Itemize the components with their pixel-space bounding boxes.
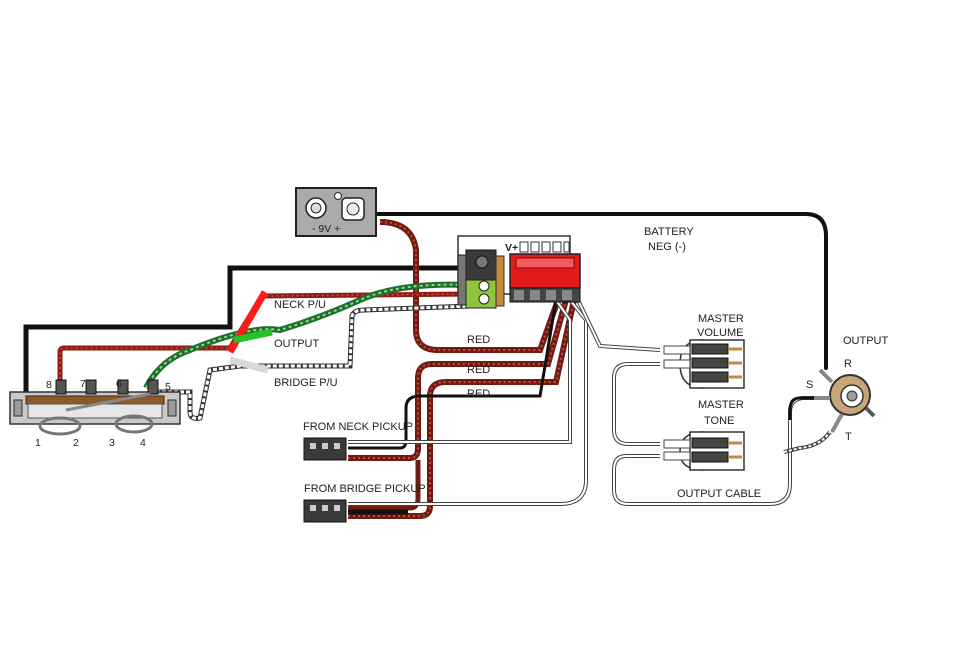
master-volume-label-line2: VOLUME	[697, 327, 743, 339]
bridge-pu-white-marker	[229, 356, 269, 374]
jack-t-label: T	[845, 431, 852, 443]
battery-holder: - 9V +	[295, 187, 377, 237]
red-wire-label-2: RED	[467, 364, 490, 376]
switch-terminal-8: 8	[46, 379, 52, 391]
switch-terminal-2: 2	[73, 437, 79, 449]
battery-negative-wire	[376, 212, 828, 370]
output-label: OUTPUT	[274, 338, 320, 350]
battery-positive-wire	[379, 219, 561, 353]
output-cable-label: OUTPUT CABLE	[677, 488, 761, 500]
jack-black-wire	[788, 396, 814, 420]
jack-s-label: S	[806, 379, 813, 391]
pickup-switch	[9, 379, 181, 436]
red-wire-label-1: RED	[467, 334, 490, 346]
master-volume-pot	[663, 339, 745, 389]
board-v-label: V+	[505, 242, 518, 254]
master-tone-label-line2: TONE	[704, 415, 734, 427]
neck-pu-red-wire	[57, 291, 471, 394]
switch-terminal-1: 1	[35, 437, 41, 449]
output-jack	[814, 368, 876, 433]
switch-terminal-7: 7	[80, 378, 86, 390]
battery-neg-label-line2: NEG (-)	[648, 241, 686, 253]
master-volume-label-line1: MASTER	[698, 313, 744, 325]
switch-terminal-6: 6	[116, 378, 122, 390]
bridge-pickup-label: FROM BRIDGE PICKUP	[304, 483, 426, 495]
black-wire-board-to-switch	[23, 265, 470, 392]
red-wire-label-3: RED	[467, 388, 490, 400]
master-tone-label-line1: MASTER	[698, 399, 744, 411]
switch-terminal-labels: 8 7 6 5 1 2 3 4	[35, 378, 171, 449]
bridge-pu-label: BRIDGE P/U	[274, 377, 338, 389]
neck-pickup-label: FROM NECK PICKUP	[303, 421, 413, 433]
neck-pu-label: NECK P/U	[274, 299, 326, 311]
jack-r-label: R	[844, 358, 852, 370]
neck-pickup-connector	[303, 437, 347, 461]
white-cables	[348, 298, 832, 506]
red-connector	[509, 253, 581, 303]
switch-terminal-5: 5	[165, 381, 171, 393]
bridge-pu-white-wire	[156, 303, 471, 421]
terminal-block	[457, 249, 505, 309]
bridge-pickup-connector	[303, 499, 347, 523]
switch-terminal-3: 3	[109, 437, 115, 449]
switch-terminal-4: 4	[140, 437, 146, 449]
master-tone-pot	[663, 431, 745, 471]
battery-label: - 9V +	[312, 223, 340, 235]
jack-output-label: OUTPUT	[843, 335, 889, 347]
pickup-black-wires	[348, 299, 558, 515]
output-green-marker	[233, 328, 273, 344]
output-green-wire	[143, 281, 471, 390]
battery-neg-label-line1: BATTERY	[644, 226, 694, 238]
